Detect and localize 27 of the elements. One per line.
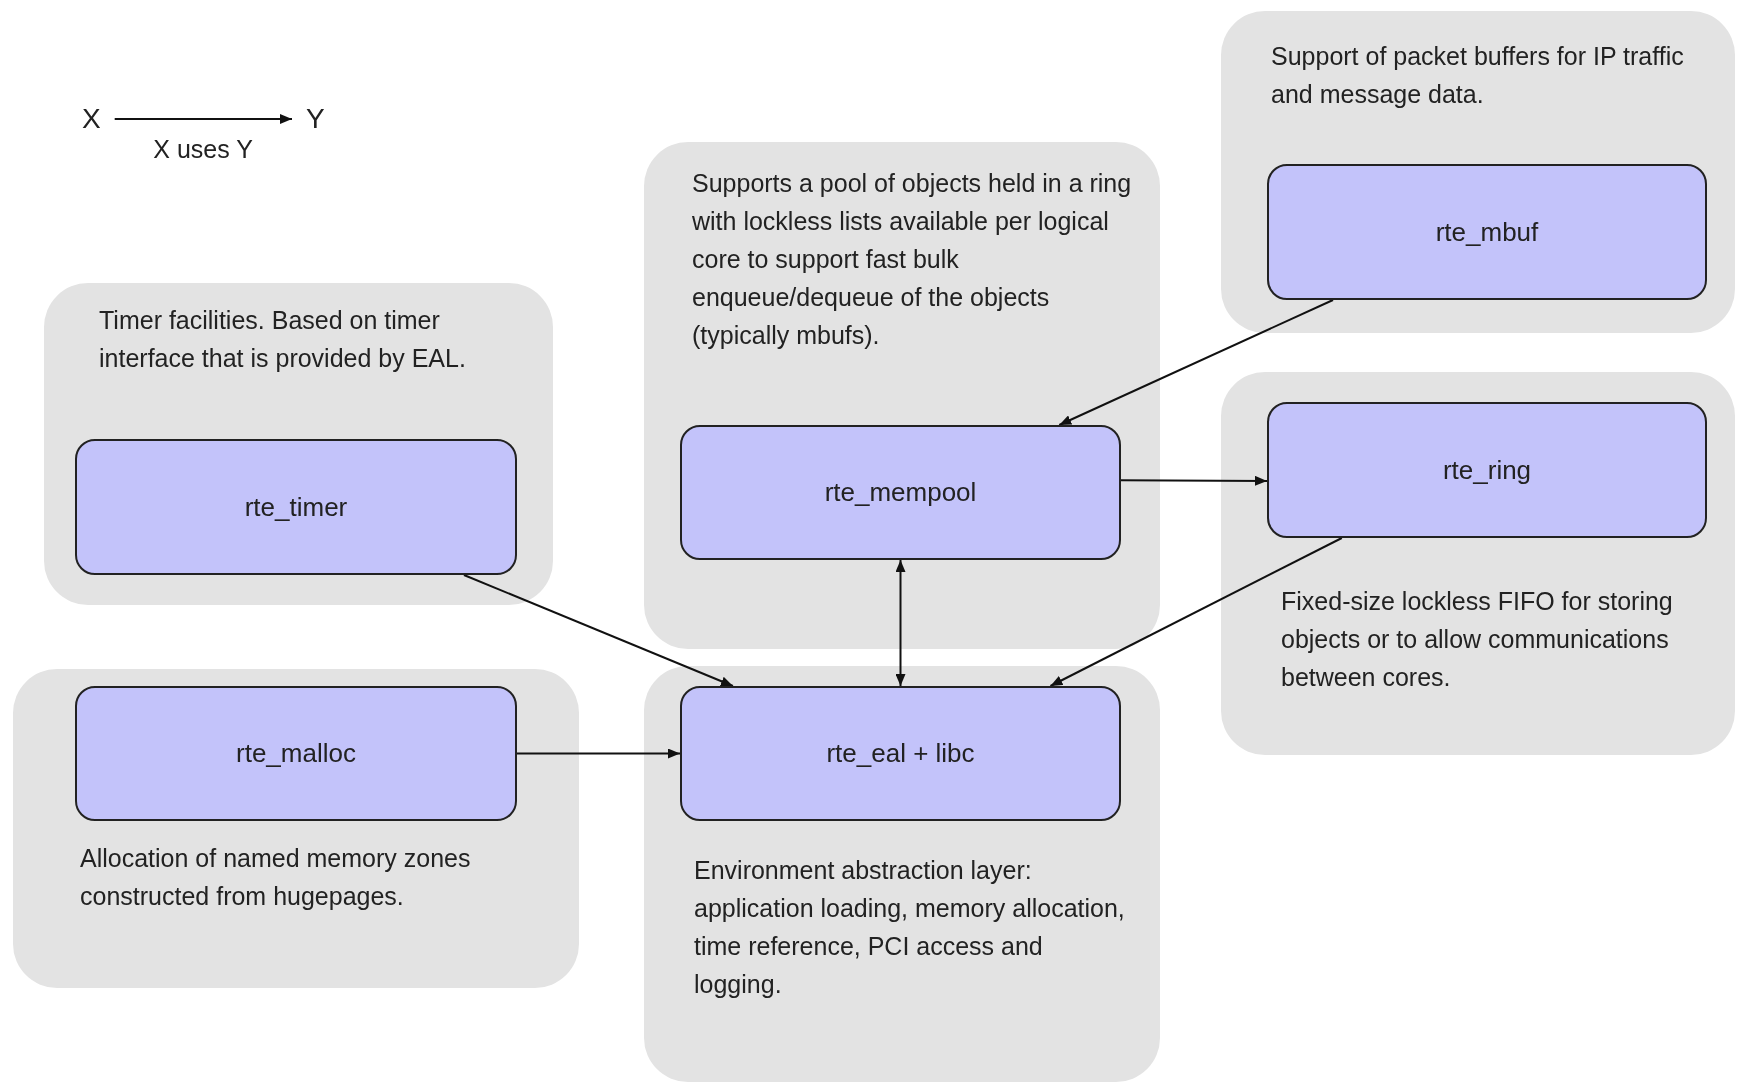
arrow bbox=[1120, 475, 1268, 486]
description-text: Environment abstraction layer: application loading, memory allocation, time reference, PCI access and logging. bbox=[694, 855, 1126, 1000]
description-panel bbox=[644, 666, 1160, 1082]
arrow bbox=[462, 574, 734, 687]
description-text: Support of packet buffers for IP traffic and message data. bbox=[1271, 41, 1685, 110]
module-box: rte_mbuf bbox=[1267, 164, 1707, 300]
arrow bbox=[113, 114, 293, 124]
description-text: Supports a pool of objects held in a ring with lockless lists available per logical core to support fast bulk enqueue/dequeue of the objects (typically mbufs). bbox=[692, 168, 1132, 351]
arrow bbox=[1049, 537, 1343, 687]
module-box: rte_mempool bbox=[680, 425, 1121, 560]
module-box: rte_eal + libc bbox=[680, 686, 1121, 821]
description-text: Allocation of named memory zones constructed from hugepages. bbox=[80, 843, 472, 912]
legend-symbol: Y bbox=[306, 104, 325, 134]
description-panel bbox=[1221, 11, 1735, 333]
arrow bbox=[516, 748, 681, 759]
description-text: Timer facilities. Based on timer interface that is provided by EAL. bbox=[99, 305, 467, 374]
module-box: rte_timer bbox=[75, 439, 517, 575]
legend-symbol: X bbox=[82, 104, 101, 134]
arrow bbox=[1058, 299, 1334, 426]
description-panel bbox=[1221, 372, 1735, 755]
module-box: rte_malloc bbox=[75, 686, 517, 821]
description-panel bbox=[644, 142, 1160, 649]
arrow bbox=[895, 559, 906, 687]
description-panel bbox=[44, 283, 553, 605]
module-box: rte_ring bbox=[1267, 402, 1707, 538]
description-panel bbox=[13, 669, 579, 988]
description-text: Fixed-size lockless FIFO for storing objects or to allow communications between cores. bbox=[1281, 586, 1674, 693]
